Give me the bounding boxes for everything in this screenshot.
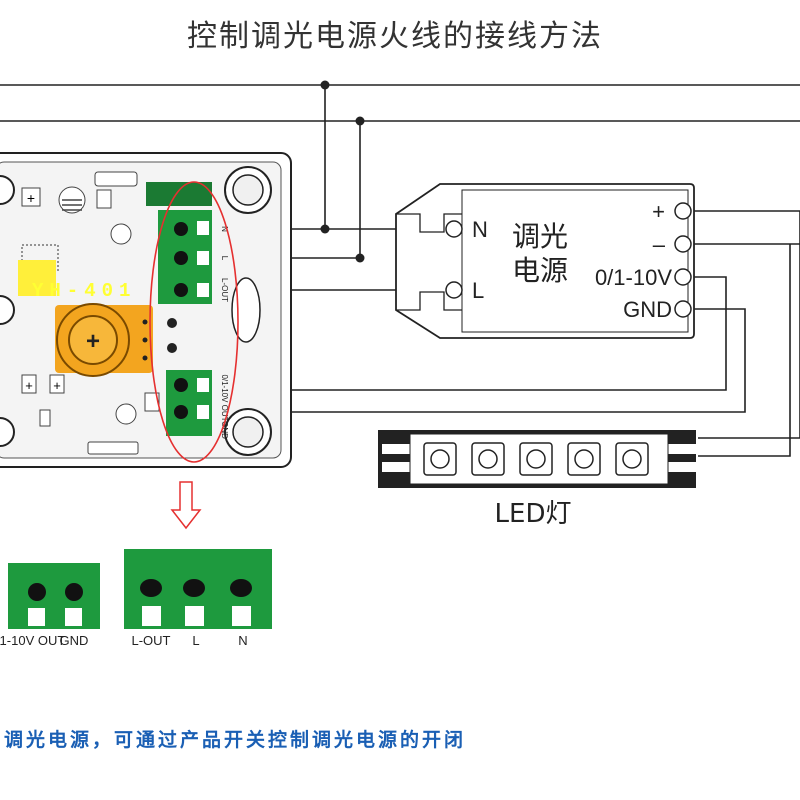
- led-chip: [567, 442, 601, 476]
- screw-boss-bottom-right: [224, 408, 272, 456]
- svg-text:+: +: [25, 378, 33, 393]
- highlight-ellipse: [149, 181, 239, 463]
- screw-boss-top-right: [224, 166, 272, 214]
- dimming-module: + YH-401 + + +: [0, 152, 292, 468]
- driver-name-line1: 调光: [512, 220, 568, 253]
- detail-n-label: N: [238, 633, 247, 648]
- dimmer-knob: +: [55, 303, 177, 377]
- led-chip: [519, 442, 553, 476]
- terminal-dim-out-label: 0/1-10V OUT: [220, 374, 229, 421]
- screw-boss-left: [0, 175, 15, 447]
- dimming-driver: N L 调光 电源 + – 0/1-10V GND: [395, 183, 695, 339]
- driver-input-n: N: [472, 217, 488, 242]
- detail-dim-out-label: 0/1-10V OUT: [0, 633, 65, 648]
- svg-text:+: +: [86, 328, 100, 355]
- driver-out-dim: 0/1-10V: [595, 265, 672, 290]
- driver-name-line2: 电源: [512, 254, 568, 287]
- driver-out-plus: +: [652, 199, 665, 224]
- terminal-block-mains: N L L-OUT: [146, 182, 229, 304]
- driver-input-l: L: [472, 278, 484, 303]
- led-chip: [615, 442, 649, 476]
- terminal-block-dim: 0/1-10V OUT GND: [166, 370, 229, 439]
- detail-l-label: L: [192, 633, 199, 648]
- svg-text:+: +: [53, 378, 61, 393]
- detail-lout-label: L-OUT: [132, 633, 171, 648]
- led-chip: [423, 442, 457, 476]
- led-label: LED灯: [495, 499, 572, 529]
- module-model: YH-401: [32, 280, 136, 302]
- driver-out-gnd: GND: [623, 297, 672, 322]
- terminal-l-label: L: [220, 256, 229, 261]
- red-down-arrow: [170, 481, 202, 530]
- detail-gnd-label: GND: [60, 633, 89, 648]
- terminal-gnd-label: GND: [220, 421, 229, 439]
- led-chip: [471, 442, 505, 476]
- chip-label-bg: [18, 260, 56, 296]
- driver-out-minus: –: [653, 232, 666, 257]
- detail-terminal-dim: 0/1-10V OUT GND: [0, 563, 100, 648]
- terminal-n-label: N: [220, 226, 229, 232]
- terminal-lout-label: L-OUT: [220, 278, 229, 302]
- svg-text:+: +: [27, 190, 35, 206]
- mains-wires: [0, 80, 800, 263]
- component-plus: [21, 187, 41, 207]
- diagram-title: 控制调光电源火线的接线方法: [187, 19, 603, 54]
- detail-terminal-mains: L-OUT L N: [124, 549, 272, 648]
- bottom-caption: 调光电源，可通过产品开关控制调光电源的开闭: [4, 728, 466, 751]
- led-strip: [378, 430, 696, 488]
